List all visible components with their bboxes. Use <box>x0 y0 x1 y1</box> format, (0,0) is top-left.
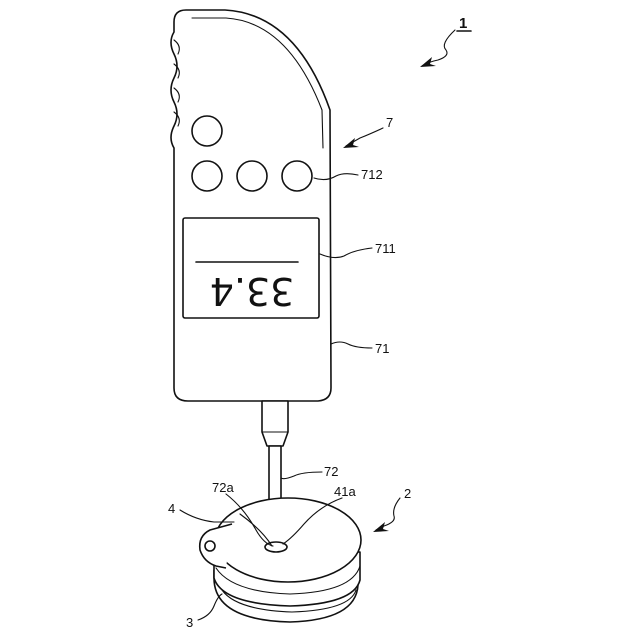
button-middle[interactable] <box>237 161 267 191</box>
label-71: 71 <box>375 341 389 356</box>
sample-holder <box>200 498 361 622</box>
label-4: 4 <box>168 501 175 516</box>
button-top[interactable] <box>192 116 222 146</box>
display-reading: 33.4 <box>210 269 295 313</box>
label-3: 3 <box>186 615 193 630</box>
label-712: 712 <box>361 167 383 182</box>
button-right[interactable] <box>282 161 312 191</box>
label-72: 72 <box>324 464 338 479</box>
device-body <box>171 10 331 401</box>
label-41a: 41a <box>334 484 356 499</box>
label-2: 2 <box>404 486 411 501</box>
label-7: 7 <box>386 115 393 130</box>
label-72a: 72a <box>212 480 234 495</box>
button-left[interactable] <box>192 161 222 191</box>
label-711: 711 <box>375 241 396 256</box>
display-screen: 33.4 <box>183 218 319 318</box>
label-1: 1 <box>459 15 467 32</box>
